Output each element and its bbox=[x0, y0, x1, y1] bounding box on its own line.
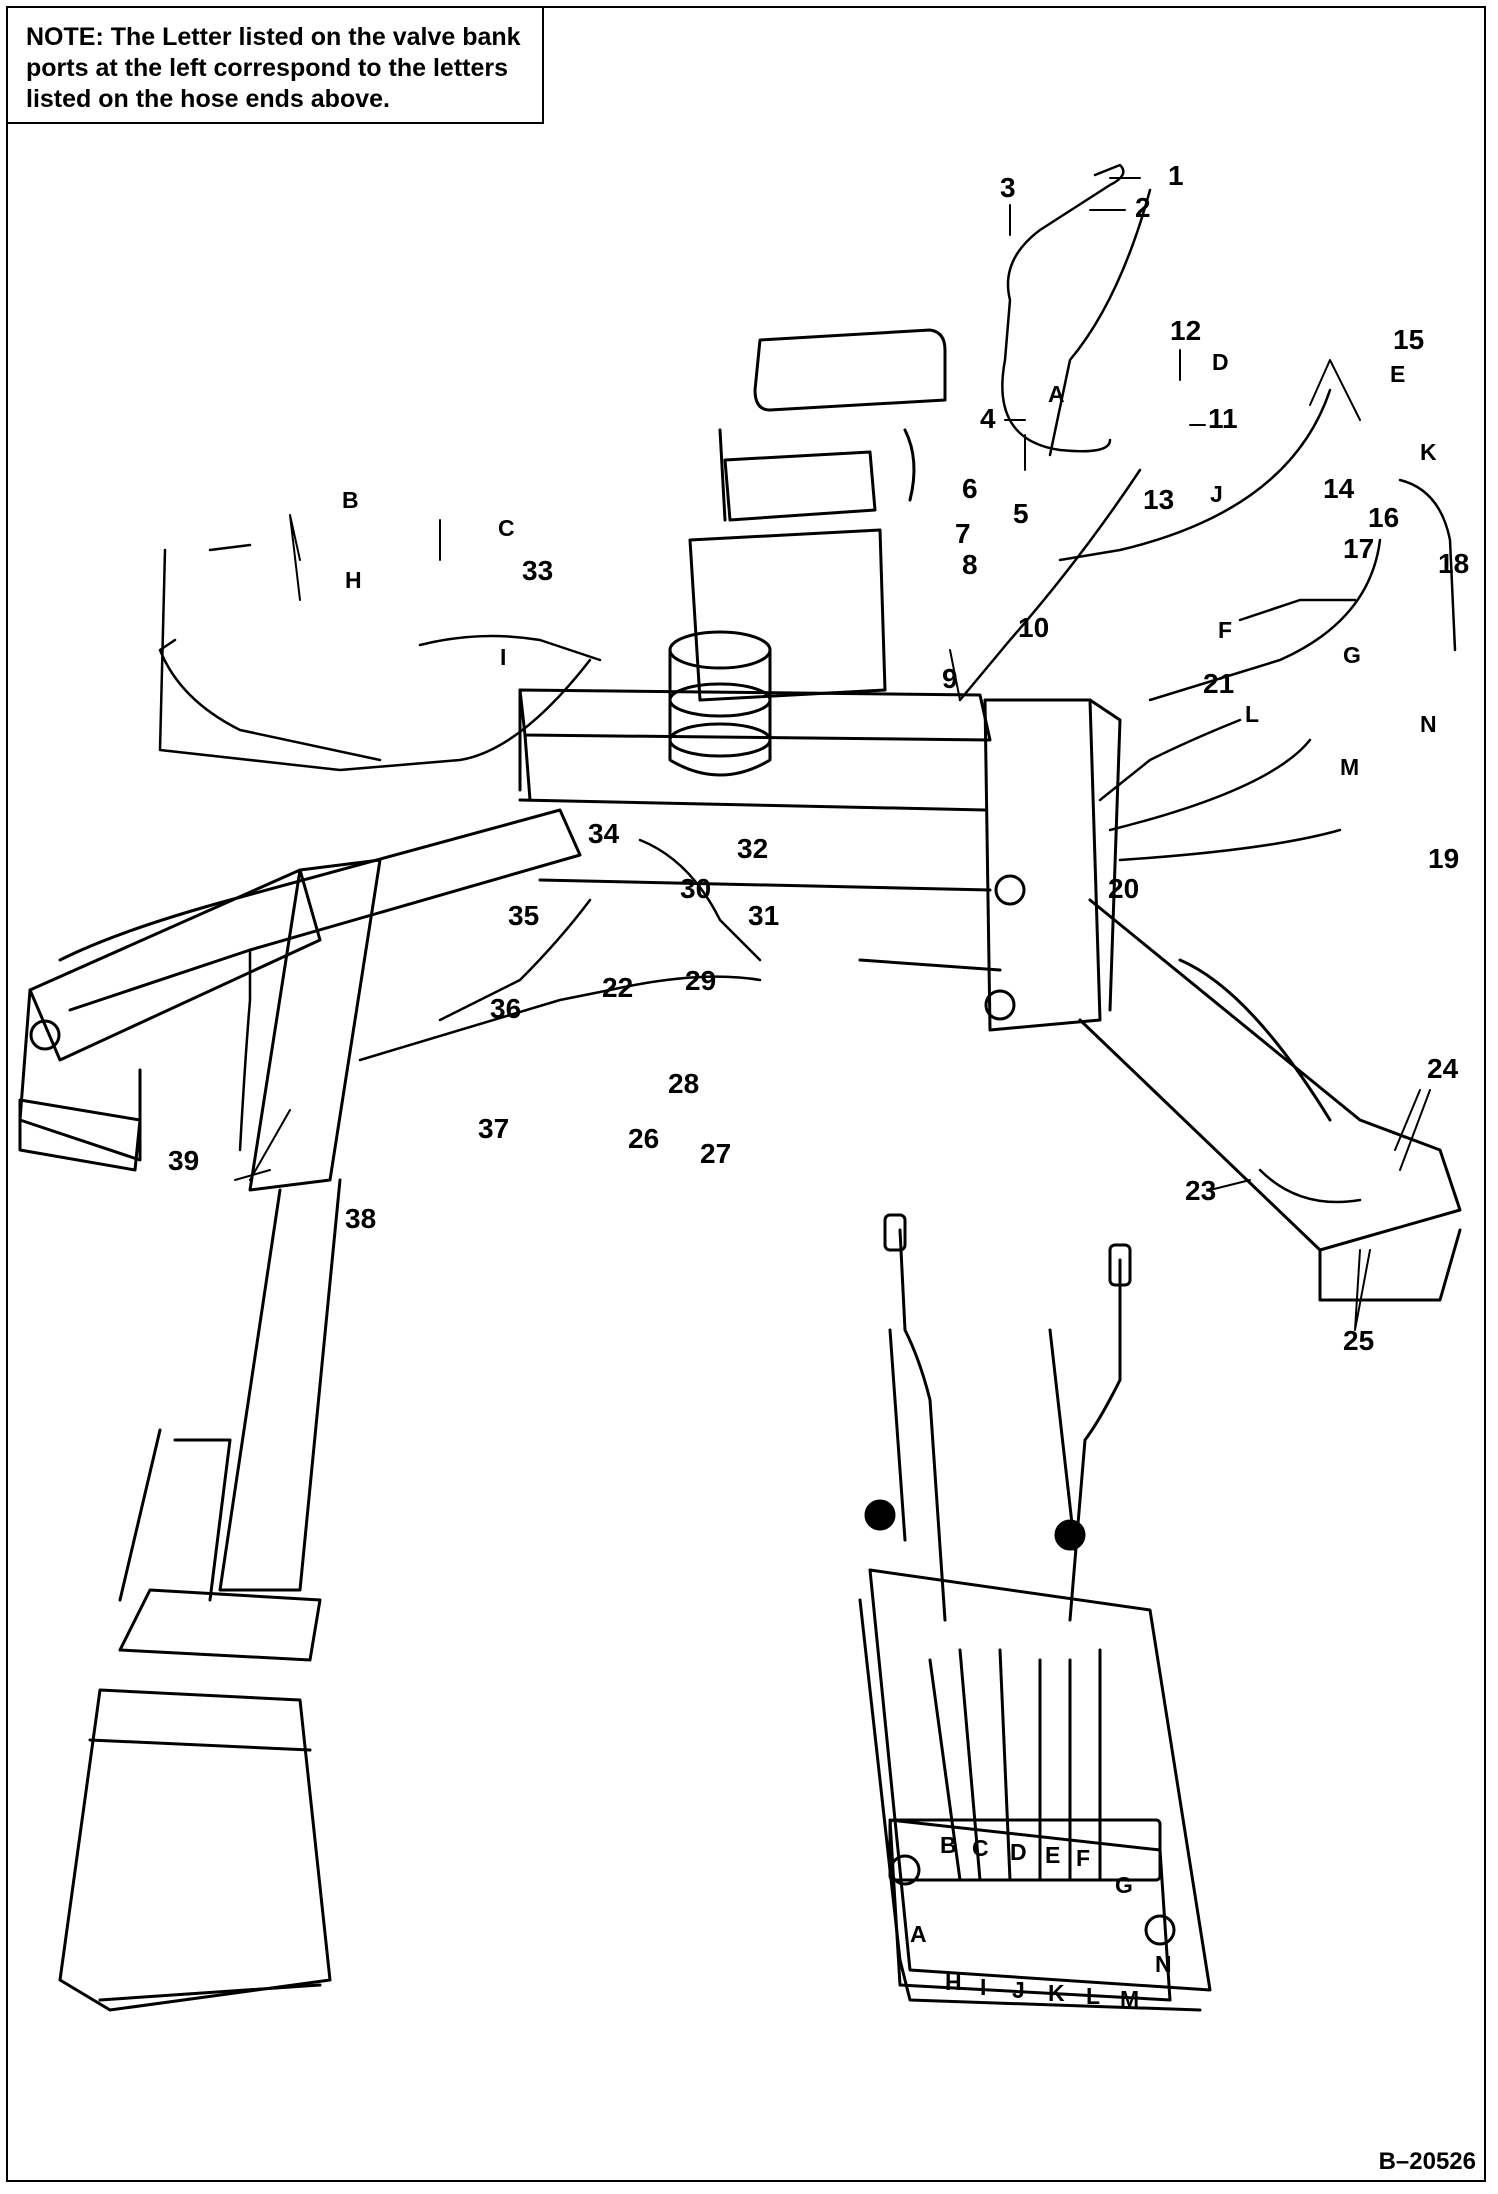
port-letter: L bbox=[1086, 1983, 1100, 2009]
hose-letter: C bbox=[498, 515, 515, 541]
callout: 5 bbox=[1013, 498, 1029, 529]
hose-letter: L bbox=[1245, 701, 1259, 727]
hose-letter: J bbox=[1210, 481, 1223, 507]
port-letter: F bbox=[1076, 1845, 1090, 1871]
callout: 15 bbox=[1393, 324, 1424, 355]
callout: 2 bbox=[1135, 192, 1151, 223]
control-levers bbox=[864, 1213, 1132, 1882]
callout: 34 bbox=[588, 818, 620, 849]
port-letter: M bbox=[1120, 1986, 1139, 2012]
port-letter: J bbox=[1012, 1977, 1025, 2003]
port-letter: B bbox=[940, 1832, 957, 1858]
callout: 32 bbox=[737, 833, 768, 864]
callout: 36 bbox=[490, 993, 521, 1024]
hose-letter: G bbox=[1343, 642, 1361, 668]
callout: 20 bbox=[1108, 873, 1139, 904]
callout-numbers: 1 2 3 4 5 6 7 8 9 10 11 12 13 14 15 16 1… bbox=[168, 160, 1469, 1356]
callout: 17 bbox=[1343, 533, 1374, 564]
note-box: NOTE: The Letter listed on the valve ban… bbox=[6, 6, 544, 124]
port-letter: N bbox=[1155, 1951, 1172, 1977]
callout: 38 bbox=[345, 1203, 376, 1234]
hose-letters: A B C D E F G H I J K L M N bbox=[342, 349, 1437, 780]
callout: 12 bbox=[1170, 315, 1201, 346]
drawing-frame bbox=[6, 6, 1486, 2182]
hose-letter: N bbox=[1420, 711, 1437, 737]
callout: 25 bbox=[1343, 1325, 1374, 1356]
callout: 29 bbox=[685, 965, 716, 996]
valve-bank bbox=[858, 1568, 1212, 2012]
port-letter: G bbox=[1115, 1872, 1133, 1898]
port-letter: H bbox=[945, 1969, 962, 1995]
hose-letter: K bbox=[1420, 439, 1437, 465]
figure-id: B–20526 bbox=[1378, 2148, 1476, 2175]
callout: 24 bbox=[1427, 1053, 1459, 1084]
seat-assembly bbox=[688, 328, 947, 702]
callout: 1 bbox=[1168, 160, 1184, 191]
callout: 4 bbox=[980, 403, 996, 434]
note-text: The Letter listed on the valve bank port… bbox=[26, 23, 521, 113]
hose-letter: F bbox=[1218, 617, 1232, 643]
hydraulic-hoses bbox=[158, 163, 1457, 1204]
left-stabilizer bbox=[18, 808, 582, 1172]
callout: 11 bbox=[1208, 403, 1238, 434]
port-letter: C bbox=[972, 1835, 989, 1861]
callout: 37 bbox=[478, 1113, 509, 1144]
port-letter: I bbox=[980, 1974, 986, 2000]
callout: 21 bbox=[1203, 668, 1234, 699]
hose-letter: M bbox=[1340, 754, 1359, 780]
callout: 8 bbox=[962, 549, 978, 580]
hose-letter: E bbox=[1390, 361, 1405, 387]
port-letter: E bbox=[1045, 1842, 1060, 1868]
callout: 31 bbox=[748, 900, 779, 931]
callout: 14 bbox=[1323, 473, 1355, 504]
hose-letter: B bbox=[342, 487, 359, 513]
callout: 35 bbox=[508, 900, 539, 931]
callout: 33 bbox=[522, 555, 553, 586]
port-letter: A bbox=[910, 1921, 927, 1947]
callout: 39 bbox=[168, 1145, 199, 1176]
callout: 28 bbox=[668, 1068, 699, 1099]
right-stabilizer bbox=[1078, 898, 1462, 1302]
main-frame bbox=[518, 688, 1122, 1032]
callout: 19 bbox=[1428, 843, 1459, 874]
boom-dipper bbox=[58, 858, 382, 2012]
callout: 3 bbox=[1000, 172, 1016, 203]
callout: 13 bbox=[1143, 484, 1174, 515]
callout: 30 bbox=[680, 873, 711, 904]
callout: 6 bbox=[962, 473, 978, 504]
swing-turntable bbox=[668, 630, 772, 777]
callout: 18 bbox=[1438, 548, 1469, 579]
port-letter: D bbox=[1010, 1839, 1027, 1865]
callout: 22 bbox=[602, 972, 633, 1003]
hose-letter: A bbox=[1048, 381, 1065, 407]
hose-letter: I bbox=[500, 644, 506, 670]
callout: 27 bbox=[700, 1138, 731, 1169]
hose-letter: D bbox=[1212, 349, 1229, 375]
valve-port-letters: B C D E F G H I J K L M A N bbox=[910, 1832, 1172, 2012]
callout: 16 bbox=[1368, 502, 1399, 533]
port-letter: K bbox=[1048, 1980, 1065, 2006]
callout: 10 bbox=[1018, 612, 1049, 643]
leader-lines bbox=[234, 177, 1431, 1331]
note-label: NOTE: bbox=[26, 23, 104, 51]
hose-letter: H bbox=[345, 567, 362, 593]
callout: 26 bbox=[628, 1123, 659, 1154]
callout: 7 bbox=[955, 518, 971, 549]
